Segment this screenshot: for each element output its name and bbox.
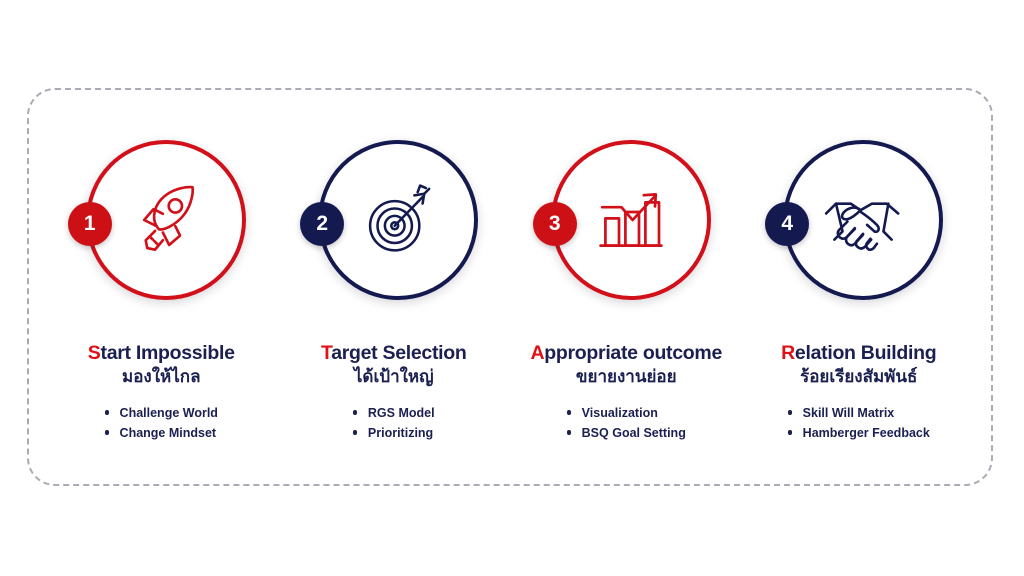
step-2-subtitle: ได้เป้าใหญ่ <box>353 366 434 386</box>
step-3-subtitle: ขยายงานย่อย <box>575 366 677 386</box>
steps-row: 1 Start Impossible มองให้ไกล Challenge W… <box>27 88 993 486</box>
step-3-icon-circle[interactable] <box>550 140 711 300</box>
step-4-text-block: Relation Building ร้อยเรียงสัมพันธ์ Skil… <box>743 342 976 444</box>
step-4: 4 Relation Building ร้อยเรียงสัมพันธ์ Sk… <box>743 88 976 444</box>
step-2-title: Target Selection <box>278 342 511 365</box>
list-item: BSQ Goal Setting <box>566 423 686 443</box>
step-2: 2 Target Selection ได้เป้าใหญ่ RGS Model… <box>278 88 511 444</box>
list-item: Change Mindset <box>104 423 218 443</box>
step-2-circle-wrap: 2 <box>300 140 481 315</box>
bar-chart-growth-icon <box>598 193 663 247</box>
step-4-subtitle: ร้อยเรียงสัมพันธ์ <box>800 366 918 386</box>
step-1: 1 Start Impossible มองให้ไกล Challenge W… <box>45 88 278 444</box>
list-item: Prioritizing <box>352 423 435 443</box>
list-item: RGS Model <box>352 403 435 423</box>
step-3: 3 Appropriate outcome ขยายงานย่อย Visual… <box>510 88 743 444</box>
step-1-number-badge: 1 <box>67 202 112 246</box>
list-item: Visualization <box>566 403 686 423</box>
step-4-title-rest: elation Building <box>794 342 937 364</box>
step-3-text-block: Appropriate outcome ขยายงานย่อย Visualiz… <box>510 342 743 444</box>
step-1-circle-wrap: 1 <box>67 140 249 315</box>
step-3-title-rest: ppropriate outcome <box>544 342 722 364</box>
step-1-subtitle: มองให้ไกล <box>122 366 201 386</box>
step-2-icon-circle[interactable] <box>318 140 479 300</box>
list-item: Challenge World <box>104 403 218 423</box>
step-1-title-rest: tart Impossible <box>100 342 236 364</box>
step-3-number-badge: 3 <box>532 202 577 246</box>
rocket-icon <box>142 185 194 251</box>
handshake-icon <box>825 202 900 251</box>
step-3-bullet-list: Visualization BSQ Goal Setting <box>566 403 686 444</box>
step-4-circle-wrap: 4 <box>765 140 946 315</box>
step-4-title-initial: R <box>781 342 795 364</box>
step-2-title-initial: T <box>321 342 332 364</box>
step-1-title-initial: S <box>87 342 101 364</box>
step-3-circle-wrap: 3 <box>532 140 714 315</box>
step-4-icon-circle[interactable] <box>783 140 944 300</box>
step-4-title: Relation Building <box>743 342 976 365</box>
step-4-number-badge: 4 <box>765 202 810 246</box>
step-3-title-initial: A <box>530 342 545 364</box>
step-1-text-block: Start Impossible มองให้ไกล Challenge Wor… <box>45 342 278 444</box>
step-1-title: Start Impossible <box>45 342 278 365</box>
dashed-frame-border <box>27 88 993 486</box>
step-4-bullet-list: Skill Will Matrix Hamberger Feedback <box>787 403 930 444</box>
step-2-title-rest: arget Selection <box>331 342 467 364</box>
step-2-bullet-list: RGS Model Prioritizing <box>352 403 435 444</box>
step-1-bullet-list: Challenge World Change Mindset <box>104 403 218 444</box>
step-2-number-badge: 2 <box>300 202 345 246</box>
step-2-text-block: Target Selection ได้เป้าใหญ่ RGS Model P… <box>278 342 511 444</box>
list-item: Hamberger Feedback <box>787 423 930 443</box>
list-item: Skill Will Matrix <box>787 403 930 423</box>
step-3-title: Appropriate outcome <box>510 342 743 365</box>
target-dartboard-icon <box>369 184 431 252</box>
